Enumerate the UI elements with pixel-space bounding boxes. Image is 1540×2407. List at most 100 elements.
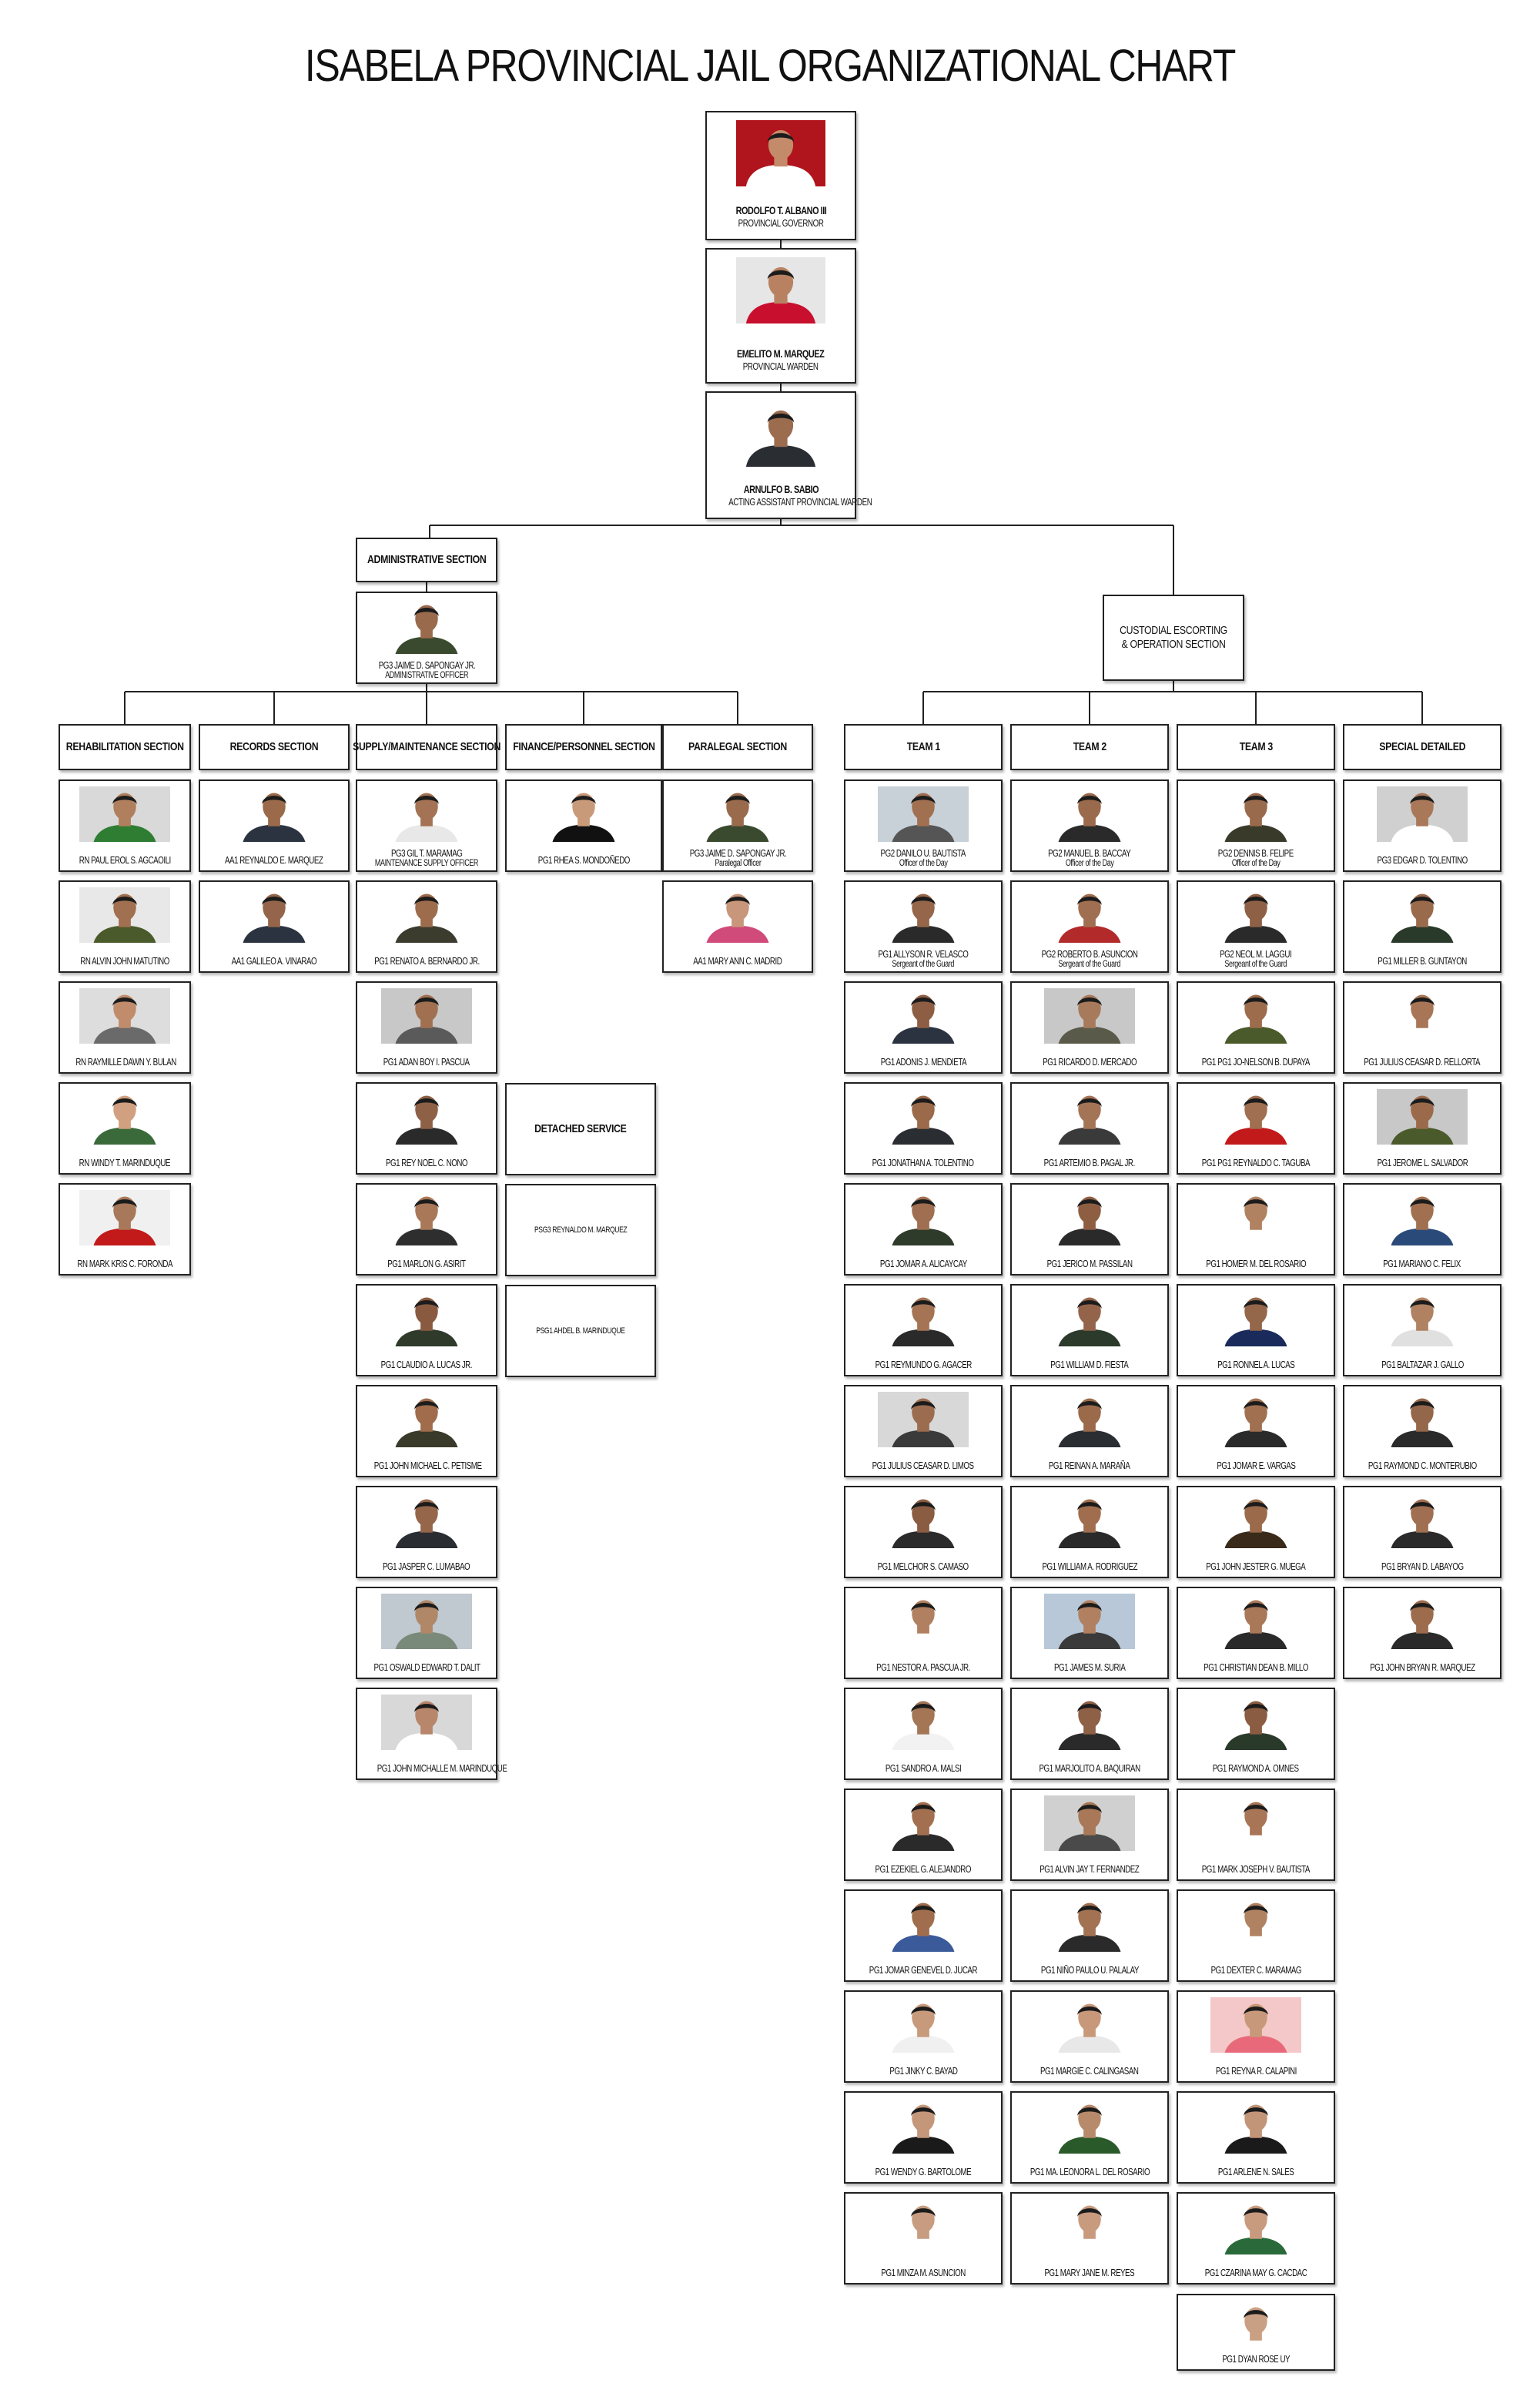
person-photo — [1210, 1291, 1301, 1346]
detached-member-card: PSG3 REYNALDO M. MARQUEZ — [505, 1184, 656, 1276]
person-name: PG1 BRYAN D. LABAYOG — [1381, 1561, 1464, 1572]
person-photo — [381, 1291, 472, 1346]
person-role: ADMINISTRATIVE OFFICER — [385, 671, 468, 680]
portrait-image — [229, 786, 320, 842]
person-name: PG1 MINZA M. ASUNCION — [881, 2268, 966, 2278]
member-card: PG1 MILLER B. GUNTAYON — [1343, 880, 1502, 973]
person-name: PG1 BALTAZAR J. GALLO — [1381, 1359, 1464, 1370]
person-name: PG1 ARLENE N. SALES — [1217, 2167, 1294, 2177]
person-name: PG1 JULIUS CEASAR D. RELLORTA — [1364, 1057, 1481, 1068]
portrait-image — [736, 257, 825, 324]
person-name: PG1 MARIANO C. FELIX — [1383, 1259, 1461, 1269]
person-photo — [1044, 2199, 1135, 2254]
person-name: PG1 JOMAR GENEVEL D. JUCAR — [869, 1965, 978, 1976]
portrait-image — [79, 1089, 170, 1145]
person-photo — [1044, 2098, 1135, 2154]
person-name: PG1 EZEKIEL G. ALEJANDRO — [875, 1864, 972, 1875]
member-card: PG1 JULIUS CEASAR D. RELLORTA — [1343, 981, 1502, 1074]
person-name: PG1 ALVIN JAY T. FERNANDEZ — [1040, 1864, 1140, 1875]
person-name: PG1 JOHN JESTER G. MUEGA — [1206, 1561, 1306, 1572]
portrait-image — [878, 1493, 969, 1548]
member-card: PG1 MARIANO C. FELIX — [1343, 1183, 1502, 1276]
section-header-label: FINANCE/PERSONNEL SECTION — [512, 740, 655, 753]
portrait-image — [1044, 1896, 1135, 1952]
person-photo — [1044, 1392, 1135, 1447]
section-header-label: TEAM 3 — [1239, 740, 1273, 753]
portrait-image — [736, 120, 825, 186]
person-name: PG3 JAIME D. SAPONGAY JR. — [378, 660, 475, 671]
person-name: PG1 PG1 JO-NELSON B. DUPAYA — [1201, 1057, 1311, 1068]
portrait-image — [1210, 1190, 1301, 1245]
member-card: PG1 BALTAZAR J. GALLO — [1343, 1284, 1502, 1376]
person-name: PG1 JULIUS CEASAR D. LIMOS — [872, 1460, 974, 1471]
person-name: PG1 JASPER C. LUMABAO — [383, 1561, 470, 1572]
person-name: PG1 WILLIAM A. RODRIGUEZ — [1042, 1561, 1137, 1572]
member-card: RN RAYMILLE DAWN Y. BULAN — [59, 981, 191, 1074]
portrait-image — [878, 786, 969, 842]
section-header: REHABILITATION SECTION — [59, 724, 191, 770]
member-card: PG1 MINZA M. ASUNCION — [844, 2192, 1003, 2285]
portrait-image — [1044, 1997, 1135, 2053]
person-name: PG1 RHEA S. MONDOÑEDO — [537, 855, 630, 866]
person-photo — [1377, 1089, 1468, 1145]
portrait-image — [1210, 1089, 1301, 1145]
person-photo — [878, 1089, 969, 1145]
team-header: TEAM 1 — [844, 724, 1003, 770]
member-card: PG1 RENATO A. BERNARDO JR. — [356, 880, 497, 973]
section-header-label: SUPPLY/MAINTENANCE SECTION — [353, 740, 500, 753]
member-card: PG1 MARLON G. ASIRIT — [356, 1183, 497, 1276]
person-photo — [878, 1795, 969, 1851]
portrait-image — [736, 401, 825, 467]
person-name: PG1 PG1 REYNALDO C. TAGUBA — [1201, 1158, 1311, 1168]
person-photo — [1044, 988, 1135, 1044]
person-photo — [1210, 1997, 1301, 2053]
portrait-image — [1044, 1594, 1135, 1649]
person-name: ARNULFO B. SABIO — [743, 483, 819, 495]
portrait-image — [1377, 887, 1468, 943]
person-photo — [1377, 1190, 1468, 1245]
portrait-image — [1044, 1392, 1135, 1447]
person-photo — [878, 887, 969, 943]
person-name: PG1 ARTEMIO B. PAGAL JR. — [1043, 1158, 1136, 1168]
section-header: FINANCE/PERSONNEL SECTION — [505, 724, 662, 770]
person-photo — [692, 887, 783, 943]
member-card: AA1 GALILEO A. VINARAO — [199, 880, 350, 973]
person-photo — [79, 1190, 170, 1245]
member-card: PG1 ADONIS J. MENDIETA — [844, 981, 1003, 1074]
portrait-image — [1044, 1291, 1135, 1346]
section-header: RECORDS SECTION — [199, 724, 350, 770]
member-card: PG1 RONNEL A. LUCAS — [1177, 1284, 1335, 1376]
person-photo — [381, 1190, 472, 1245]
person-name: PG1 MARLON G. ASIRIT — [387, 1259, 466, 1269]
person-photo — [1377, 988, 1468, 1044]
person-name: PG1 RAYMOND C. MONTERUBIO — [1368, 1460, 1477, 1471]
member-card: PG1 JASPER C. LUMABAO — [356, 1486, 497, 1578]
member-card: PG1 MARJOLITO A. BAQUIRAN — [1010, 1688, 1169, 1780]
portrait-image — [878, 1896, 969, 1952]
portrait-image — [692, 786, 783, 842]
person-name: PG1 NIÑO PAULO U. PALALAY — [1040, 1965, 1139, 1976]
person-name: PG1 MILLER B. GUNTAYON — [1378, 956, 1467, 967]
person-photo — [79, 988, 170, 1044]
person-name: RN RAYMILLE DAWN Y. BULAN — [75, 1057, 176, 1068]
person-photo — [878, 1695, 969, 1750]
person-role: MAINTENANCE SUPPLY OFFICER — [374, 859, 479, 868]
section-header-label: PARALEGAL SECTION — [688, 740, 787, 753]
member-card: PG1 ARLENE N. SALES — [1177, 2091, 1335, 2184]
member-card: PG1 WILLIAM A. RODRIGUEZ — [1010, 1486, 1169, 1578]
person-name: RN MARK KRIS C. FORONDA — [77, 1259, 172, 1269]
portrait-image — [878, 1695, 969, 1750]
person-photo — [878, 2098, 969, 2154]
portrait-image — [878, 2098, 969, 2154]
person-name: PG1 JEROME L. SALVADOR — [1377, 1158, 1468, 1168]
member-card: PG1 JAMES M. SURIA — [1010, 1587, 1169, 1679]
portrait-image — [878, 2199, 969, 2254]
member-card: PG1 HOMER M. DEL ROSARIO — [1177, 1183, 1335, 1276]
portrait-image — [878, 1392, 969, 1447]
portrait-image — [79, 887, 170, 943]
person-role: PROVINCIAL GOVERNOR — [738, 218, 824, 229]
member-card: PG1 RAYMOND A. OMNES — [1177, 1688, 1335, 1780]
person-photo — [1044, 887, 1135, 943]
person-name: PG1 RONNEL A. LUCAS — [1217, 1359, 1295, 1370]
